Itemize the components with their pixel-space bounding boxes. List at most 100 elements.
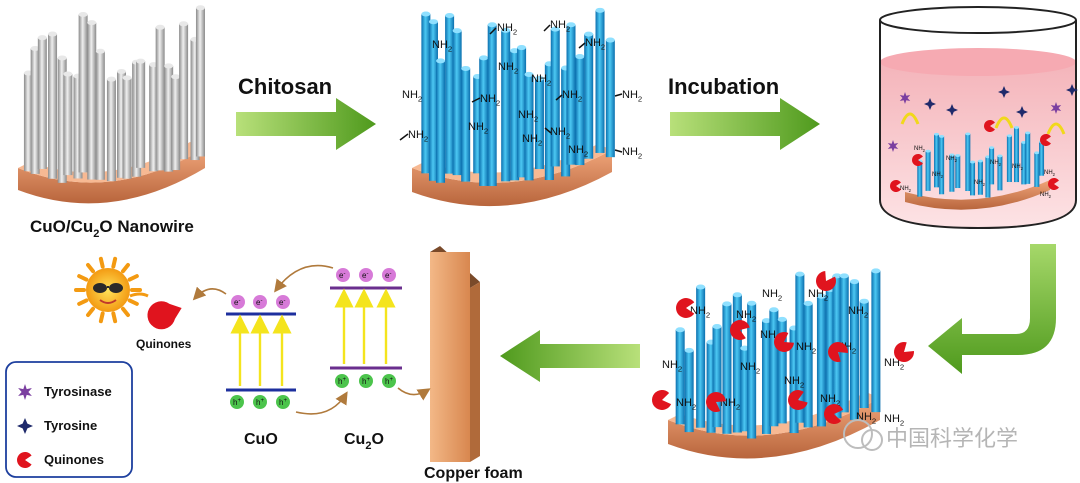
amine-group: NH2 — [585, 37, 605, 51]
nanowire — [445, 15, 455, 174]
amine-bond — [489, 27, 497, 35]
tyrosine-icon — [1066, 84, 1078, 96]
nanowire-tip — [795, 271, 805, 277]
cu2o-label: Cu2O — [344, 431, 384, 452]
nanowire — [1014, 127, 1020, 183]
nanowire-tip — [37, 35, 47, 41]
nanowire-tip — [1014, 126, 1020, 129]
nanowire-tip — [1006, 134, 1012, 138]
nanowire — [1034, 152, 1040, 187]
amine-group: NH2 — [497, 22, 517, 36]
nanowire — [23, 73, 33, 172]
amine-group: NH2 — [531, 73, 551, 87]
amine-bond — [471, 97, 481, 103]
nanowire-tip — [803, 300, 813, 306]
nanowire — [965, 133, 971, 192]
electron-label: e- — [256, 298, 262, 307]
quinone-icon — [652, 390, 672, 410]
quinone-icon — [706, 392, 726, 412]
enzyme-substrate-species — [887, 84, 1078, 192]
tyrosine-icon — [998, 86, 1010, 98]
nanowire — [95, 51, 105, 180]
nanowire — [816, 296, 826, 427]
quinone-icon — [788, 390, 808, 410]
nanowire — [777, 319, 787, 424]
watermark: 中国科学化学 — [843, 419, 1018, 451]
nanowire — [190, 39, 200, 161]
nanowire-tip — [740, 345, 750, 351]
legend-label: Tyrosine — [44, 418, 97, 433]
substrate — [668, 398, 880, 459]
nanowire — [849, 281, 859, 420]
nanowire — [684, 350, 694, 433]
amine-group: NH2 — [498, 61, 518, 75]
quinone-bound-nanowire-array: NH2NH2NH2NH2NH2NH2NH2NH2NH2NH2NH2NH2NH2N… — [652, 268, 914, 459]
amine-bond — [555, 94, 563, 101]
legend-box — [5, 361, 133, 478]
nanowire-tip — [605, 37, 615, 43]
tyrosinase-icon — [1050, 102, 1062, 114]
electron — [253, 295, 267, 309]
amine-group: NH2 — [522, 133, 542, 147]
nanowire-tip — [1034, 151, 1040, 155]
nanowire — [171, 76, 181, 171]
nanowire — [428, 21, 438, 181]
nanowire — [769, 309, 779, 427]
nanowire-tip — [436, 58, 446, 64]
nanowire-tip — [732, 292, 742, 298]
incubation-label: Incubation — [668, 74, 779, 99]
nanowire-tip — [517, 45, 527, 51]
copper-foam-slab — [430, 246, 480, 462]
nanowire — [566, 24, 576, 165]
electron-label: e- — [339, 271, 345, 280]
nanowire-tip — [421, 11, 431, 17]
sun-ray — [127, 298, 139, 306]
quinone-icon — [912, 154, 923, 166]
nanowire-tip — [63, 71, 73, 77]
nanowire-tip — [584, 31, 594, 37]
nanowire — [517, 47, 527, 178]
amine-group: NH2 — [914, 146, 926, 153]
nanowire — [989, 147, 995, 185]
nanowire — [57, 57, 67, 183]
nanowire — [30, 48, 40, 174]
nanowire — [977, 160, 983, 195]
nanowire — [917, 161, 923, 197]
nanowire-tip — [122, 75, 132, 81]
amine-group: NH2 — [900, 186, 912, 193]
amine-group: NH2 — [974, 180, 986, 187]
nanowire — [997, 155, 1003, 191]
hole — [335, 374, 349, 388]
tyrosine-icon — [946, 104, 958, 116]
nanowire-tip — [871, 268, 881, 274]
quinone-icon — [730, 320, 750, 340]
hole-label: h+ — [362, 377, 370, 386]
nanowire-tip — [179, 21, 189, 27]
nanowire — [789, 328, 799, 434]
quinone-icon — [1040, 134, 1051, 146]
cuo-label: CuO — [244, 431, 278, 448]
amine-group: NH2 — [568, 144, 588, 158]
amine-group: NH2 — [784, 375, 804, 389]
amine-group: NH2 — [932, 172, 944, 179]
amine-group: NH2 — [884, 413, 904, 427]
amine-group: NH2 — [432, 39, 452, 53]
nanowire — [740, 348, 750, 432]
nanowire-tip — [955, 154, 961, 157]
amine-group: NH2 — [480, 93, 500, 107]
nanowire — [106, 79, 116, 182]
nanowire — [48, 34, 58, 179]
nanowire — [122, 77, 132, 179]
nanowire-tip — [939, 134, 945, 138]
amine-group: NH2 — [1012, 164, 1024, 171]
sun-ray — [111, 311, 118, 324]
sun-ray — [86, 262, 96, 274]
copper-foam-label: Copper foam — [424, 465, 523, 482]
amine-bond — [614, 149, 623, 153]
amine-group: NH2 — [662, 359, 682, 373]
nanowire — [595, 10, 605, 153]
hole-label: h+ — [279, 398, 287, 407]
electron — [382, 268, 396, 282]
nanowire — [1039, 141, 1045, 176]
